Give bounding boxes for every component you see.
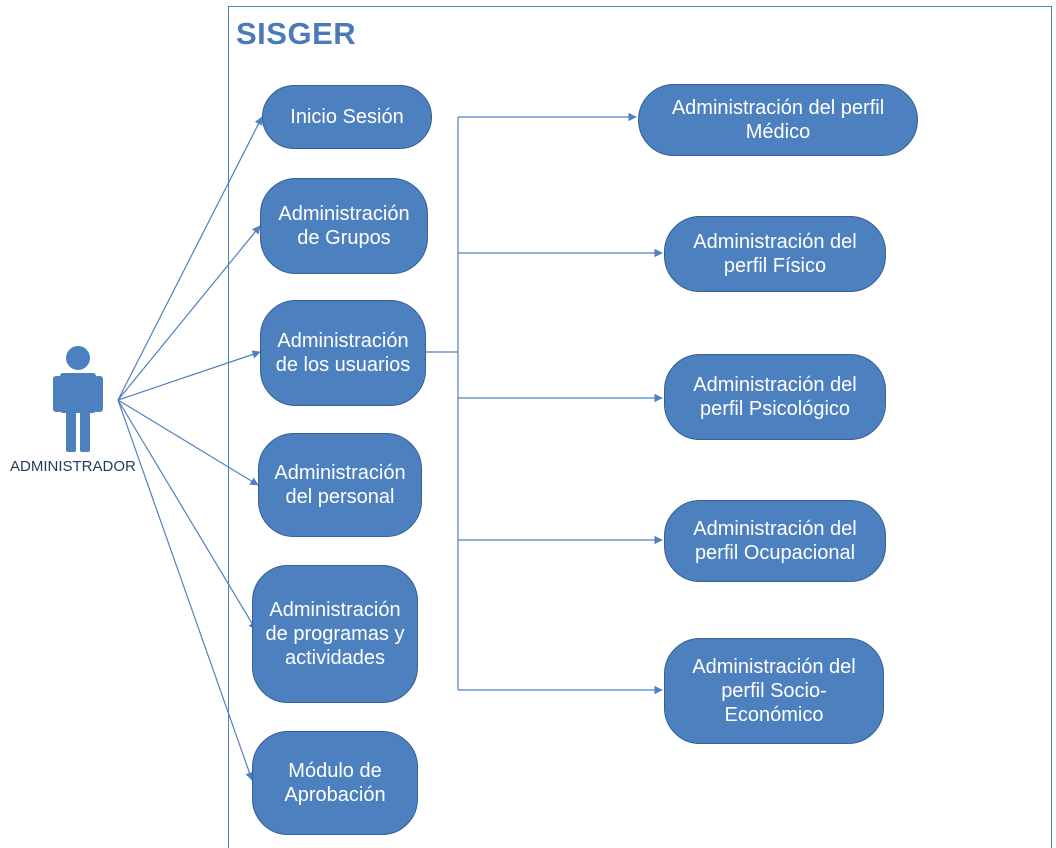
use-case-admin-programas: Administración de programas y actividade… bbox=[252, 565, 418, 703]
assoc-admin-usuarios bbox=[117, 350, 261, 401]
assoc-admin-programas bbox=[117, 399, 257, 631]
assoc-admin-personal bbox=[117, 399, 259, 486]
use-case-perfil-fisico: Administración del perfil Físico bbox=[664, 216, 886, 292]
actor-icon bbox=[53, 346, 103, 452]
system-boundary bbox=[228, 6, 1052, 848]
use-case-modulo-aprobacion: Módulo de Aprobación bbox=[252, 731, 418, 835]
actor-label: ADMINISTRADOR bbox=[10, 458, 136, 475]
use-case-perfil-psicologico: Administración del perfil Psicológico bbox=[664, 354, 886, 440]
use-case-perfil-medico: Administración del perfil Médico bbox=[638, 84, 918, 156]
use-case-perfil-socioeconomico: Administración del perfil Socio- Económi… bbox=[664, 638, 884, 744]
use-case-inicio-sesion: Inicio Sesión bbox=[262, 85, 432, 149]
assoc-admin-grupos bbox=[117, 225, 261, 401]
use-case-admin-grupos: Administración de Grupos bbox=[260, 178, 428, 274]
use-case-admin-personal: Administración del personal bbox=[258, 433, 422, 537]
use-case-perfil-ocupacional: Administración del perfil Ocupacional bbox=[664, 500, 886, 582]
assoc-modulo-aprobacion bbox=[117, 399, 254, 781]
use-case-admin-usuarios: Administración de los usuarios bbox=[260, 300, 426, 406]
system-title: SISGER bbox=[236, 16, 357, 51]
assoc-inicio-sesion bbox=[117, 116, 263, 401]
